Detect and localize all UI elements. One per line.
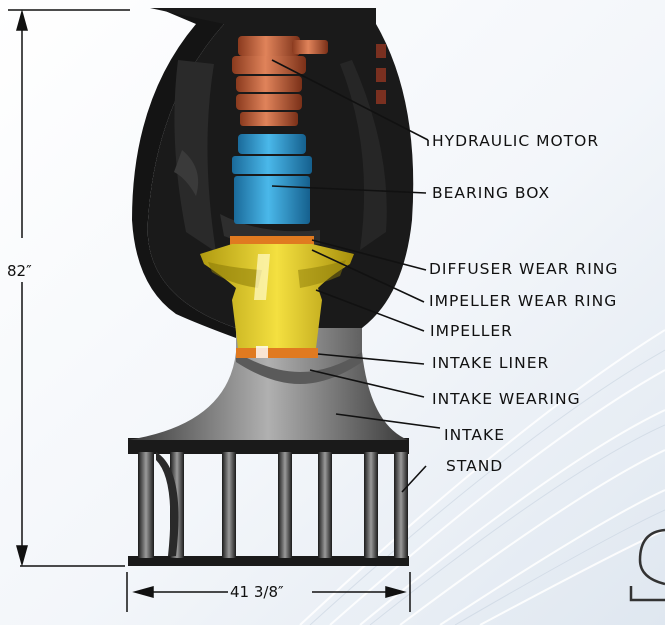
label-diffuser-wear-ring: DIFFUSER WEAR RING [429, 260, 619, 278]
label-intake: INTAKE [444, 426, 505, 444]
intake-liner [236, 348, 318, 358]
partial-circle [629, 528, 665, 602]
leader-lines [271, 59, 441, 493]
stand [128, 438, 409, 566]
label-bearing-box: BEARING BOX [432, 184, 551, 202]
label-intake-liner: INTAKE LINER [432, 354, 550, 372]
hydraulic-motor [232, 36, 328, 126]
height-dimension-label: 82″ [7, 262, 32, 280]
label-stand: STAND [446, 457, 504, 475]
casing [132, 8, 236, 338]
impeller [200, 244, 354, 348]
width-dimension-line [126, 572, 411, 612]
label-hydraulic-motor: HYDRAULIC MOTOR [432, 132, 600, 150]
height-dimension-line [8, 9, 130, 567]
label-intake-wearing: INTAKE WEARING [432, 390, 581, 408]
diffuser-wear-ring [230, 236, 314, 246]
bearing-box [232, 134, 312, 224]
label-impeller: IMPELLER [430, 322, 513, 340]
width-dimension-label: 41 3/8″ [230, 583, 284, 601]
label-impeller-wear-ring: IMPELLER WEAR RING [429, 292, 618, 310]
